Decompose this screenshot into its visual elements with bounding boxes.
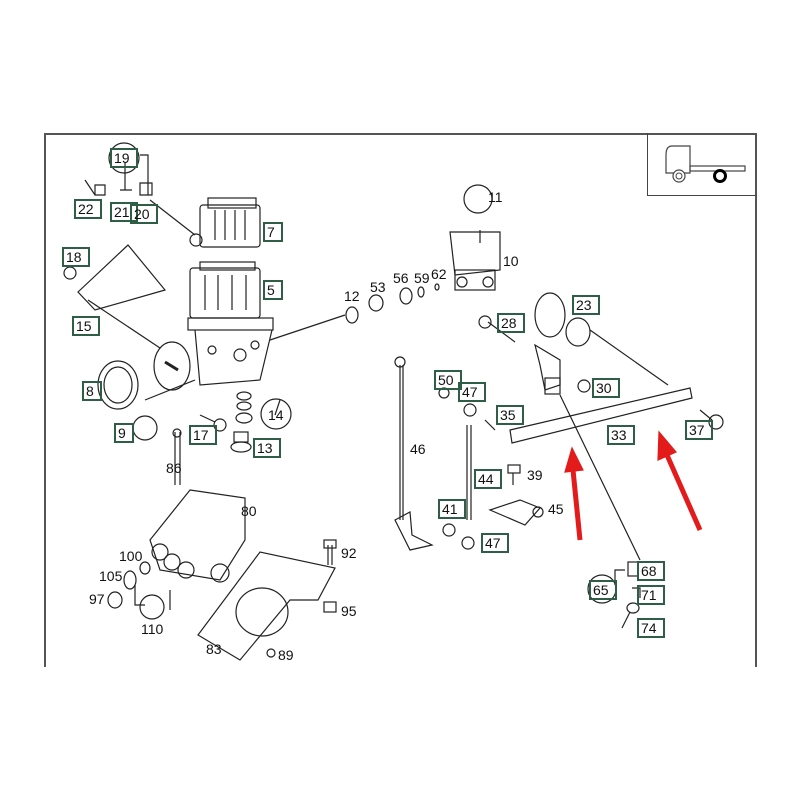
linkage-rod-46 bbox=[394, 365, 434, 551]
vehicle-position-icon-box bbox=[647, 133, 757, 196]
valve-block-5 bbox=[153, 261, 274, 391]
part-label-45[interactable]: 45 bbox=[548, 501, 564, 517]
part-label-9[interactable]: 9 bbox=[114, 423, 134, 443]
part-label-41[interactable]: 41 bbox=[438, 499, 466, 519]
part-label-47b[interactable]: 47 bbox=[481, 533, 509, 553]
part-label-95[interactable]: 95 bbox=[341, 603, 357, 619]
part-label-15[interactable]: 15 bbox=[72, 316, 100, 336]
part-label-30[interactable]: 30 bbox=[592, 378, 620, 398]
part-label-13[interactable]: 13 bbox=[253, 438, 281, 458]
part-label-14[interactable]: 14 bbox=[268, 407, 284, 423]
part-label-19[interactable]: 19 bbox=[110, 148, 138, 168]
relay-valve-10 bbox=[449, 231, 501, 291]
part-label-35[interactable]: 35 bbox=[496, 405, 524, 425]
part-label-44[interactable]: 44 bbox=[474, 469, 502, 489]
part-label-71[interactable]: 71 bbox=[637, 585, 665, 605]
part-label-23[interactable]: 23 bbox=[572, 295, 600, 315]
red-arrow-left bbox=[564, 446, 584, 541]
part-label-89[interactable]: 89 bbox=[278, 647, 294, 663]
part-label-110[interactable]: 110 bbox=[141, 621, 164, 637]
part-label-59[interactable]: 59 bbox=[414, 270, 430, 286]
part-label-5[interactable]: 5 bbox=[263, 280, 283, 300]
detail-circle-19 bbox=[108, 142, 140, 174]
part-label-68[interactable]: 68 bbox=[637, 561, 665, 581]
part-label-7[interactable]: 7 bbox=[263, 222, 283, 242]
part-label-83[interactable]: 83 bbox=[206, 641, 222, 657]
part-label-97[interactable]: 97 bbox=[89, 591, 105, 607]
cover-plate-15 bbox=[77, 244, 167, 311]
nut-18 bbox=[63, 266, 77, 280]
diagram-frame-right bbox=[755, 133, 757, 667]
diagram-frame bbox=[44, 133, 757, 667]
part-label-20[interactable]: 20 bbox=[130, 204, 158, 224]
valve-block-7 bbox=[189, 197, 261, 248]
part-label-11[interactable]: 11 bbox=[488, 189, 503, 205]
part-label-47[interactable]: 47 bbox=[458, 382, 486, 402]
part-label-105[interactable]: 105 bbox=[99, 568, 123, 584]
part-label-100[interactable]: 100 bbox=[119, 548, 143, 564]
part-label-62[interactable]: 62 bbox=[431, 266, 447, 282]
red-arrow-right bbox=[657, 430, 703, 532]
part-label-37[interactable]: 37 bbox=[685, 420, 713, 440]
part-label-50[interactable]: 50 bbox=[434, 370, 462, 390]
part-label-92[interactable]: 92 bbox=[341, 545, 357, 561]
lever-33 bbox=[509, 387, 693, 444]
part-label-56[interactable]: 56 bbox=[393, 270, 409, 286]
part-label-10[interactable]: 10 bbox=[503, 253, 519, 269]
part-label-22[interactable]: 22 bbox=[74, 199, 102, 219]
level-valve-23 bbox=[534, 292, 591, 395]
part-label-21[interactable]: 21 bbox=[110, 202, 138, 222]
part-label-53[interactable]: 53 bbox=[370, 279, 386, 295]
part-label-18[interactable]: 18 bbox=[62, 247, 90, 267]
part-label-12[interactable]: 12 bbox=[344, 288, 360, 304]
part-label-46[interactable]: 46 bbox=[410, 441, 426, 457]
part-label-80[interactable]: 80 bbox=[241, 503, 257, 519]
part-label-39[interactable]: 39 bbox=[527, 467, 543, 483]
part-label-33[interactable]: 33 bbox=[607, 425, 635, 445]
part-label-8[interactable]: 8 bbox=[82, 381, 102, 401]
part-label-28[interactable]: 28 bbox=[497, 313, 525, 333]
silencer-8 bbox=[97, 360, 139, 410]
part-label-17[interactable]: 17 bbox=[189, 425, 217, 445]
part-label-65[interactable]: 65 bbox=[589, 580, 617, 600]
part-label-86[interactable]: 86 bbox=[166, 460, 182, 476]
mounting-plate-83 bbox=[197, 551, 336, 661]
valve-block-80 bbox=[149, 489, 246, 583]
truck-icon bbox=[665, 145, 746, 183]
part-label-74[interactable]: 74 bbox=[637, 618, 665, 638]
